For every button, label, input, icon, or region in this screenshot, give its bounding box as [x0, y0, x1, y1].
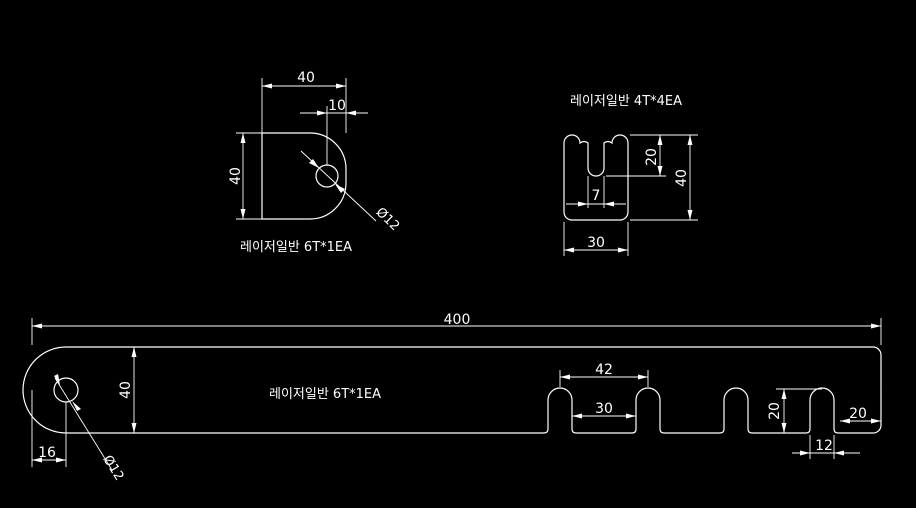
part-a-drawing: 40 10 40 Ø12 레이저일반 6T*1EA — [228, 70, 402, 255]
part-c-gap-arrow-left — [572, 413, 582, 419]
part-a-note: 레이저일반 6T*1EA — [240, 240, 352, 255]
part-c-height-label: 40 — [118, 381, 134, 399]
part-c-end-arrow-left — [840, 418, 850, 424]
part-c-slotwidth-arrow-left — [800, 450, 810, 456]
part-c-length-label: 400 — [444, 312, 471, 328]
part-b-drawing: 레이저일반 4T*4EA 20 40 7 30 — [563, 94, 698, 256]
part-a-hole-arrow-2 — [335, 184, 345, 193]
part-a-offset-arrow-right — [346, 110, 356, 116]
part-b-depth-label: 20 — [644, 148, 660, 166]
part-b-width-arrow-right — [618, 247, 628, 253]
part-c-pitch-arrow-left — [560, 374, 570, 380]
part-a-height-arrow-bottom — [240, 209, 246, 219]
part-c-offset-arrow-right — [56, 457, 66, 463]
part-a-offset-label: 10 — [328, 98, 346, 114]
part-b-note: 레이저일반 4T*4EA — [570, 94, 682, 109]
part-b-slotwidth-arrow-left — [578, 201, 588, 207]
part-c-height-arrow-top — [131, 347, 137, 357]
part-c-drawing: 400 40 레이저일반 6T*1EA 42 30 20 20 — [22, 312, 882, 484]
part-c-slotwidth-label: 12 — [815, 438, 833, 454]
part-c-gap-label: 30 — [595, 401, 613, 417]
part-c-depth-label: 20 — [767, 402, 783, 420]
part-c-end-label: 20 — [849, 406, 867, 422]
part-c-outline — [22, 346, 882, 434]
part-c-slotwidth-arrow-right — [834, 450, 844, 456]
part-b-slotwidth-label: 7 — [592, 188, 601, 204]
part-a-hole-arrow-1 — [309, 159, 319, 168]
part-a-height-label: 40 — [228, 167, 244, 185]
part-b-height-arrow-top — [687, 135, 693, 145]
part-b-width-label: 30 — [587, 235, 605, 251]
part-c-pitch-label: 42 — [595, 362, 613, 378]
part-b-depth-arrow-bottom — [657, 166, 663, 176]
part-c-gap-arrow-right — [626, 413, 636, 419]
part-a-offset-arrow-left — [317, 110, 327, 116]
part-b-height-arrow-bottom — [687, 210, 693, 220]
part-c-hole-label: Ø12 — [100, 453, 127, 484]
part-c-offset-label: 16 — [38, 445, 56, 461]
part-b-depth-arrow-top — [657, 135, 663, 145]
part-b-slotwidth-arrow-right — [604, 201, 614, 207]
part-a-width-arrow-left — [262, 83, 272, 89]
part-c-pitch-arrow-right — [638, 374, 648, 380]
part-c-hole-leader — [54, 377, 113, 471]
part-c-length-arrow-right — [871, 323, 881, 329]
part-c-offset-arrow-left — [32, 457, 42, 463]
part-a-width-label: 40 — [297, 70, 315, 86]
part-a-hole-label: Ø12 — [373, 205, 403, 234]
part-b-width-arrow-left — [564, 247, 574, 253]
part-a-height-arrow-top — [240, 133, 246, 143]
part-c-hole-arrow-1 — [54, 374, 60, 385]
part-c-depth-arrow-top — [781, 389, 787, 399]
part-a-outline — [261, 132, 347, 220]
part-c-depth-arrow-bottom — [781, 423, 787, 433]
part-b-outline — [563, 134, 629, 221]
part-c-length-arrow-left — [32, 323, 42, 329]
part-b-height-label: 40 — [674, 169, 690, 187]
part-c-note: 레이저일반 6T*1EA — [269, 387, 381, 402]
part-c-end-arrow-right — [871, 418, 881, 424]
part-c-hole-arrow-2 — [72, 401, 81, 411]
part-a-width-arrow-right — [336, 83, 346, 89]
part-c-height-arrow-bottom — [131, 423, 137, 433]
